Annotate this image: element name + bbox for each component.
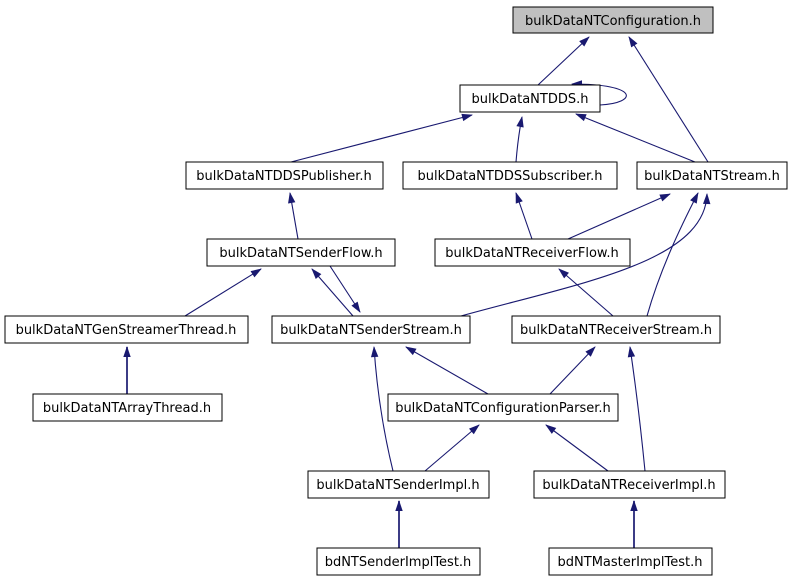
edge-senderstream-stream [460,193,711,317]
edge-publisher-dds [290,113,473,163]
node-box [185,161,384,190]
node-bdNTMasterImplTest[interactable]: bdNTMasterImplTest.h [548,547,713,576]
node-box [271,315,471,344]
node-box [387,393,619,422]
edge-senderflow-publisher [288,192,299,240]
node-bdNTSenderImplTest[interactable]: bdNTSenderImplTest.h [316,547,481,576]
node-label: bulkDataNTStream.h [644,169,780,184]
node-bulkDataNTConfigurationParser[interactable]: bulkDataNTConfigurationParser.h [387,393,619,422]
node-box [459,84,601,113]
node-bulkDataNTDDSSubscriber[interactable]: bulkDataNTDDSSubscriber.h [402,161,618,190]
node-box [206,238,396,267]
node-box [533,470,726,499]
node-label: bulkDataNTArrayThread.h [43,401,211,416]
node-bulkDataNTDDSPublisher[interactable]: bulkDataNTDDSPublisher.h [185,161,384,190]
edge-receiverflow-stream [567,193,671,240]
node-label: bulkDataNTDDS.h [472,92,589,107]
node-label: bulkDataNTSenderFlow.h [219,246,382,261]
edge-senderimpl-senderstream [370,346,394,472]
edge-senderimpl-parser [424,424,480,472]
node-label: bulkDataNTReceiverStream.h [520,323,712,338]
edge-parser-receiverstream [549,346,596,395]
edge-receiverstream-receiverflow [558,268,614,317]
node-label: bulkDataNTConfigurationParser.h [395,401,611,416]
edge-genstreamer-senderflow [184,268,262,317]
node-box [548,547,713,576]
node-bulkDataNTReceiverFlow[interactable]: bulkDataNTReceiverFlow.h [434,238,631,267]
node-label: bulkDataNTSenderImpl.h [316,478,479,493]
node-bulkDataNTConfiguration[interactable]: bulkDataNTConfiguration.h [512,6,714,34]
node-box [32,393,223,422]
edge-stream-config [628,36,709,163]
node-bulkDataNTReceiverStream[interactable]: bulkDataNTReceiverStream.h [511,315,721,344]
node-box [636,161,788,190]
node-bulkDataNTStream[interactable]: bulkDataNTStream.h [636,161,788,190]
edge-receiverimpl-parser [545,424,609,472]
edge-parser-senderstream [405,346,489,395]
node-box [4,315,249,344]
node-label: bdNTMasterImplTest.h [558,555,703,570]
edge-receiverimpl-receiverstream [627,346,646,472]
node-bulkDataNTGenStreamerThread[interactable]: bulkDataNTGenStreamerThread.h [4,315,249,344]
node-bulkDataNTSenderStream[interactable]: bulkDataNTSenderStream.h [271,315,471,344]
node-label: bdNTSenderImplTest.h [325,555,472,570]
node-bulkDataNTArrayThread[interactable]: bulkDataNTArrayThread.h [32,393,223,422]
node-label: bulkDataNTReceiverImpl.h [542,478,715,493]
edge-dds-config [537,36,590,86]
node-bulkDataNTSenderImpl[interactable]: bulkDataNTSenderImpl.h [307,470,490,499]
node-box [511,315,721,344]
node-label: bulkDataNTConfiguration.h [525,14,701,29]
edge-receiverflow-subscriber [515,192,533,240]
node-label: bulkDataNTSenderStream.h [280,323,462,338]
node-box [434,238,631,267]
edge-receiverstream-stream [646,192,699,317]
edge-senderflow-senderstream [329,265,361,313]
node-label: bulkDataNTDDSPublisher.h [196,169,371,184]
node-label: bulkDataNTDDSSubscriber.h [417,169,602,184]
node-label: bulkDataNTReceiverFlow.h [445,246,618,261]
node-bulkDataNTReceiverImpl[interactable]: bulkDataNTReceiverImpl.h [533,470,726,499]
node-box [512,6,714,34]
node-box [402,161,618,190]
node-label: bulkDataNTGenStreamerThread.h [16,323,237,338]
node-bulkDataNTSenderFlow[interactable]: bulkDataNTSenderFlow.h [206,238,396,267]
node-bulkDataNTDDS[interactable]: bulkDataNTDDS.h [459,84,601,113]
edge-senderstream-senderflow [311,268,354,317]
node-box [307,470,490,499]
edge-subscriber-dds [515,116,524,163]
node-box [316,547,481,576]
edge-stream-dds [575,113,696,163]
